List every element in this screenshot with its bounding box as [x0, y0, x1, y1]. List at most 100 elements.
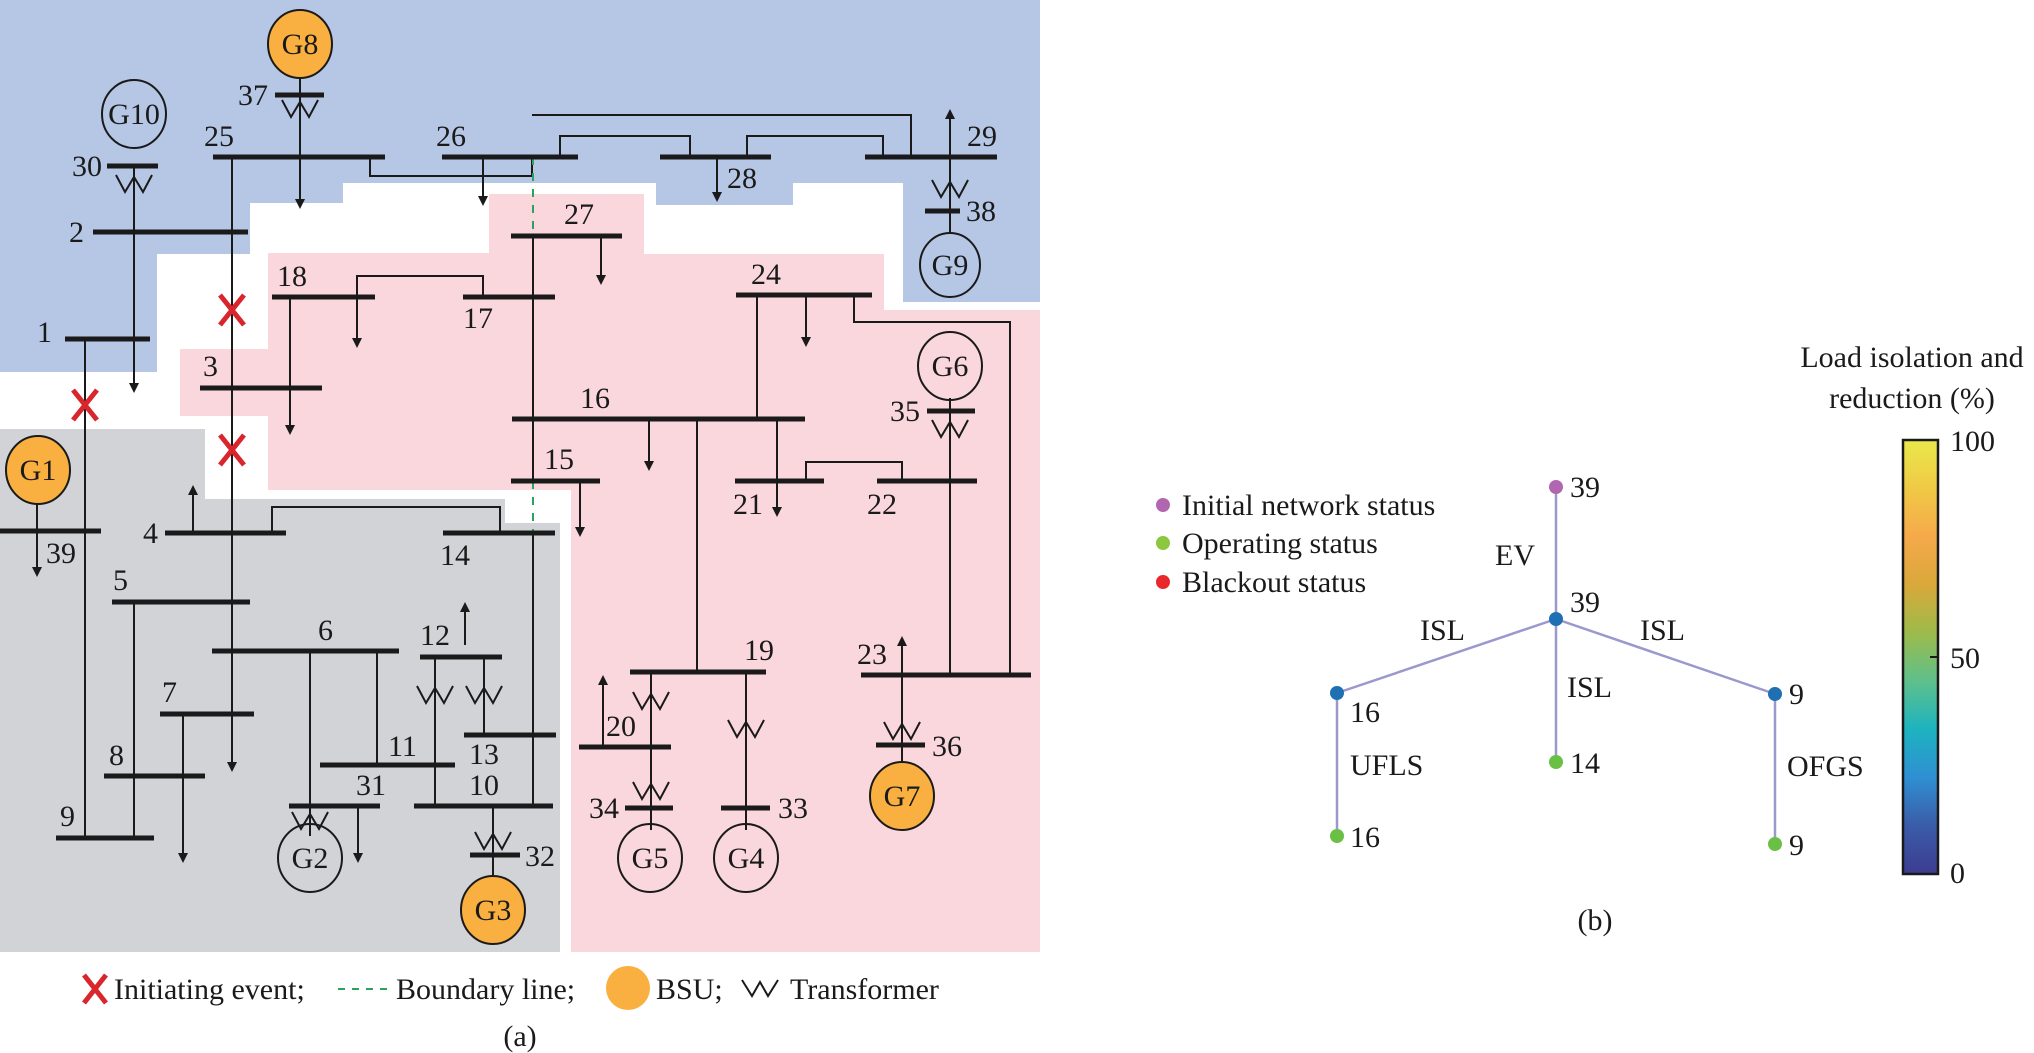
generator-g7: G7 [869, 761, 935, 831]
x-mark-icon [82, 973, 108, 1005]
legend-item-label: Blackout status [1182, 566, 1366, 599]
legend-bsu: BSU; [656, 973, 723, 1006]
transformer-icon [291, 811, 329, 832]
bus-label-13: 13 [469, 738, 499, 771]
transformer-icon [465, 685, 503, 706]
node-label: 16 [1350, 821, 1380, 854]
bus-label-33: 33 [778, 792, 808, 825]
tree-node [1768, 687, 1782, 701]
generator-circle-icon [617, 823, 683, 893]
transformer-icon [632, 781, 670, 802]
generator-g8: G8 [267, 9, 333, 79]
bus-label-34: 34 [589, 792, 619, 825]
region-pink [180, 194, 1040, 952]
tree-node [1549, 612, 1563, 626]
transformer-icon [727, 719, 765, 740]
bus-label-5: 5 [113, 564, 128, 597]
bus-label-30: 30 [72, 150, 102, 183]
initiating-events [71, 293, 246, 467]
node-label: 9 [1789, 678, 1804, 711]
bus-label-7: 7 [162, 676, 177, 709]
caption-b: (b) [1578, 904, 1613, 937]
colorbar-tick-label-50: 50 [1950, 642, 1980, 675]
orange-circle-icon [606, 966, 650, 1010]
bus-label-32: 32 [525, 840, 555, 873]
bus-label-20: 20 [606, 710, 636, 743]
generator-circle-icon [101, 79, 167, 149]
tree-node [1330, 686, 1344, 700]
generator-label: G3 [475, 894, 512, 927]
transformer-icon [416, 685, 454, 706]
area-regions [0, 0, 1040, 952]
line [805, 461, 903, 481]
generator-circle-icon [713, 823, 779, 893]
bus-label-17: 17 [463, 302, 493, 335]
tree-node [1330, 829, 1344, 843]
legend-a: Initiating event; Boundary line; BSU; Tr… [82, 966, 939, 1053]
generator-circle-icon [277, 823, 343, 893]
generator-g9: G9 [919, 232, 981, 298]
generator-label: G8 [282, 28, 319, 61]
generator-g2: G2 [277, 823, 343, 893]
bus-label-3: 3 [203, 350, 218, 383]
colorbar-title-line2: reduction (%) [1829, 382, 1995, 415]
bus-label-38: 38 [966, 195, 996, 228]
node-label: 39 [1570, 586, 1600, 619]
transformer-icon [632, 691, 670, 712]
node-label: 16 [1350, 696, 1380, 729]
generator-g1: G1 [5, 435, 71, 505]
bus-label-24: 24 [751, 258, 781, 291]
bus-label-35: 35 [890, 395, 920, 428]
generator-label: G6 [932, 350, 969, 383]
legend-dot-icon [1156, 575, 1170, 589]
bus-label-19: 19 [744, 634, 774, 667]
line [559, 135, 691, 157]
edge-label: ISL [1640, 614, 1685, 647]
legend-transformer: Transformer [790, 973, 939, 1006]
buses [0, 92, 1031, 858]
bus-label-29: 29 [967, 120, 997, 153]
legend-item-label: Initial network status [1182, 489, 1435, 522]
edge-label: UFLS [1350, 749, 1423, 782]
transmission-lines [32, 60, 1011, 895]
generator-label: G10 [108, 98, 160, 131]
transformer-icon [741, 979, 779, 998]
bsu-circle-icon [869, 761, 935, 831]
colorbar: Load isolation and reduction (%) 100 50 … [1800, 341, 2023, 890]
legend-boundary-line: Boundary line; [396, 973, 575, 1006]
legend-dot-icon [1156, 536, 1170, 550]
region-blue [0, 0, 1040, 372]
bus-label-14: 14 [440, 539, 470, 572]
bus-label-10: 10 [469, 769, 499, 802]
edge-label: OFGS [1787, 750, 1864, 783]
generator-label: G2 [292, 842, 329, 875]
tree-node [1549, 755, 1563, 769]
bsu-circle-icon [267, 9, 333, 79]
generator-circle-icon [919, 232, 981, 298]
generator-label: G7 [884, 780, 921, 813]
colorbar-tick-label-100: 100 [1950, 425, 1995, 458]
bus-label-27: 27 [564, 198, 594, 231]
transformer-icon [931, 179, 969, 200]
bus-label-23: 23 [857, 638, 887, 671]
bus-label-12: 12 [420, 619, 450, 652]
generator-label: G5 [632, 842, 669, 875]
edge-label: ISL [1420, 614, 1465, 647]
bsu-circle-icon [460, 875, 526, 945]
node-label: 14 [1570, 747, 1600, 780]
line [853, 295, 1011, 675]
bus-label-15: 15 [544, 443, 574, 476]
region-gray [0, 429, 560, 952]
generator-g4: G4 [713, 823, 779, 893]
tree-edge [1555, 617, 1776, 696]
generator-label: G9 [932, 249, 969, 282]
line [369, 157, 533, 177]
transformer-icon [931, 419, 969, 440]
line [532, 114, 912, 157]
bus-label-9: 9 [60, 800, 75, 833]
bus-label-31: 31 [356, 769, 386, 802]
transformer-icon [281, 99, 319, 120]
initiating-event-x-icon [218, 433, 246, 467]
